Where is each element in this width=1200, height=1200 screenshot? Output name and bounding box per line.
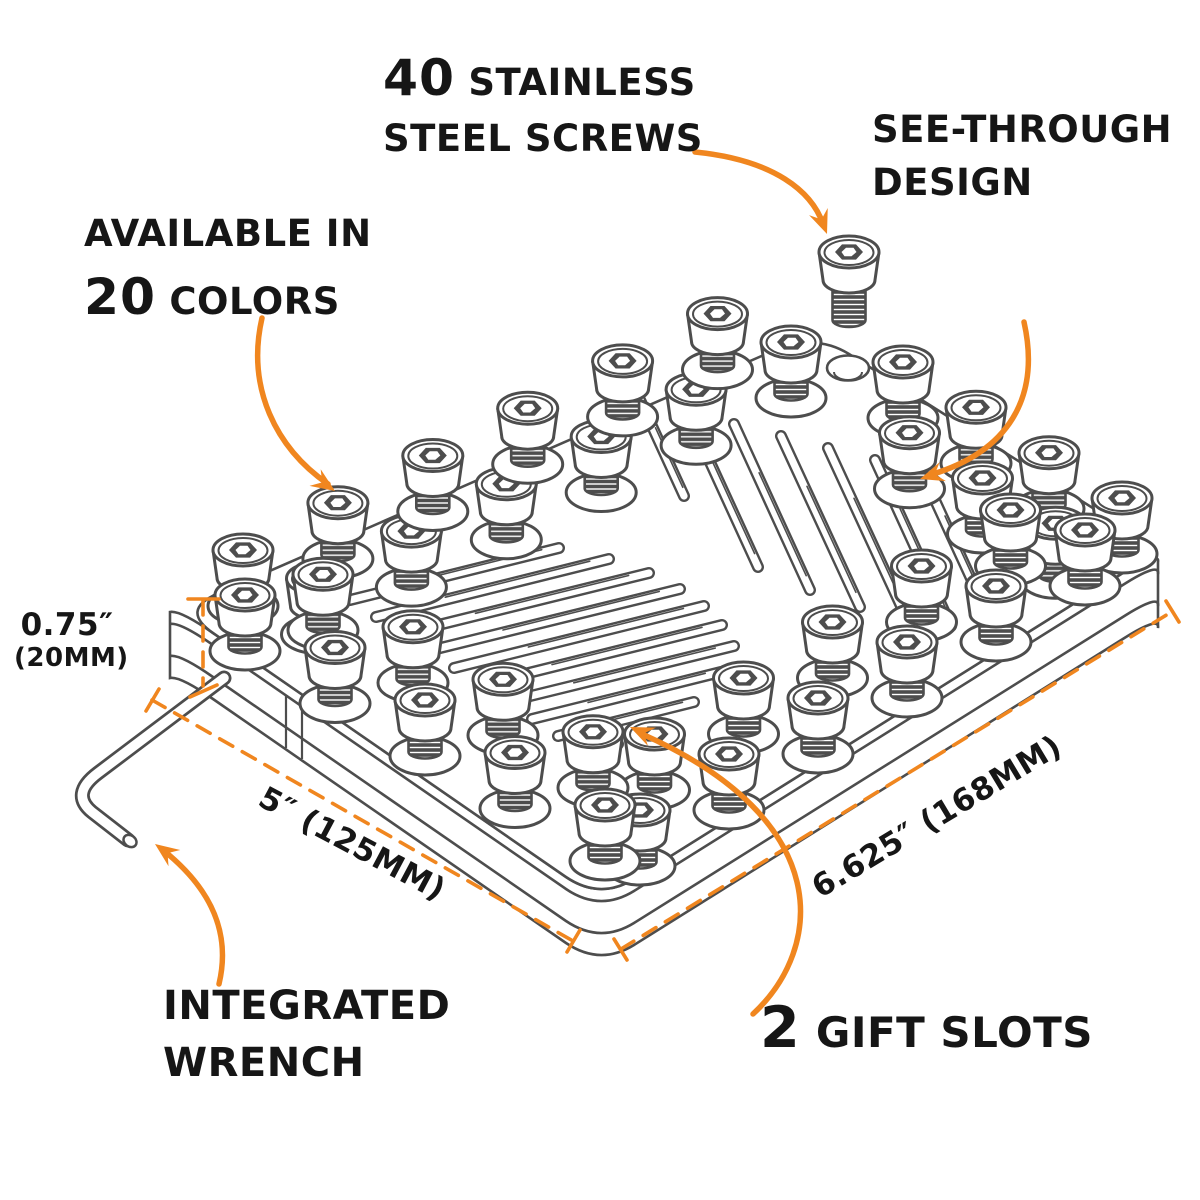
callout-colors-rest: COLORS — [156, 279, 340, 323]
callout-screws-line2: STEEL SCREWS — [383, 117, 703, 161]
screw-count: 40 — [383, 48, 456, 107]
wrench-tip — [122, 833, 138, 849]
callout-gift-slots-rest: GIFT SLOTS — [800, 1008, 1094, 1057]
callout-colors: AVAILABLE IN 20 COLORS — [84, 208, 372, 332]
screw — [570, 789, 640, 880]
vent-slot — [422, 583, 686, 657]
vent-slot — [500, 640, 740, 708]
vent-slot — [526, 666, 727, 725]
callout-arrow-gift-slots — [630, 727, 804, 1017]
screw — [1050, 514, 1120, 605]
callout-screws-line1: STAINLESS — [455, 61, 696, 104]
vent-slot — [448, 600, 710, 674]
screw — [398, 440, 468, 531]
callout-arrow-see-through — [920, 319, 1031, 482]
gift-slot-count: 2 — [760, 995, 801, 1061]
empty-screw-hole — [825, 354, 871, 382]
dimension-line-depth — [144, 687, 582, 954]
screw — [872, 626, 942, 717]
screw — [783, 682, 853, 773]
callout-arrow-wrench — [155, 844, 226, 987]
callout-arrow-screws — [692, 149, 828, 234]
dimension-line-height — [186, 597, 221, 699]
screw — [961, 570, 1031, 661]
screw — [493, 392, 563, 483]
callout-wrench-line1: INTEGRATED — [163, 983, 451, 1029]
screw — [480, 737, 550, 828]
color-count: 20 — [84, 266, 157, 326]
screw — [875, 417, 945, 508]
callout-see-through: SEE-THROUGH DESIGN — [872, 104, 1172, 209]
wall-contour-lower — [169, 600, 1160, 935]
floating-screw — [819, 236, 879, 327]
wall-contour-upper — [169, 568, 1160, 903]
screw — [390, 684, 460, 775]
callout-gift-slots: 2 GIFT SLOTS — [760, 988, 1093, 1069]
vent-slot — [775, 430, 866, 613]
dimension-height-inches: 0.75″ — [20, 607, 114, 643]
screw — [683, 298, 753, 389]
callout-screws: 40 STAINLESS STEEL SCREWS — [383, 42, 703, 166]
wall-wrench-notch — [284, 695, 304, 759]
dimension-height-mm: (20MM) — [14, 642, 129, 673]
screw — [756, 326, 826, 417]
screw — [300, 632, 370, 723]
callout-see-through-line1: SEE-THROUGH — [872, 108, 1173, 151]
callout-see-through-line2: DESIGN — [872, 160, 1033, 204]
dimension-line-width — [612, 599, 1181, 962]
callout-arrow-colors — [254, 315, 335, 491]
callout-wrench: INTEGRATED WRENCH — [163, 978, 450, 1092]
screw — [210, 579, 280, 670]
screw — [588, 345, 658, 436]
callout-colors-line1: AVAILABLE IN — [84, 212, 372, 255]
callout-wrench-line2: WRENCH — [163, 1039, 365, 1086]
hex-wrench — [75, 670, 232, 849]
vent-slot — [728, 418, 816, 596]
dimension-height-label: 0.75″ (20MM) — [14, 607, 129, 674]
